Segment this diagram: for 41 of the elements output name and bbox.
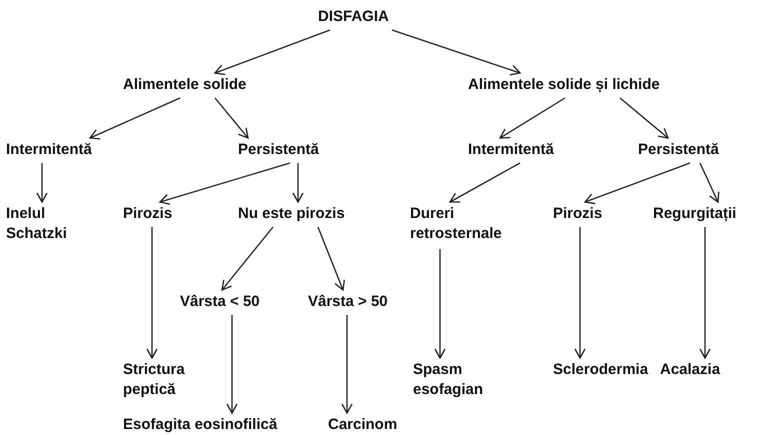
arrow: [449, 162, 520, 203]
arrow: [221, 226, 274, 291]
node-label: Vârsta > 50: [308, 292, 389, 312]
arrow: [392, 29, 521, 76]
node-label: Esofagita eosinofilică: [123, 415, 278, 435]
arrow: [36, 163, 48, 203]
node-label: Intermitentă: [6, 140, 93, 160]
node-label: Persistentă: [638, 140, 720, 160]
node-label: Strictura peptică: [123, 360, 186, 400]
node-label: Pirozis: [123, 204, 174, 224]
arrow: [699, 162, 720, 203]
arrow: [146, 227, 158, 359]
node-label: Persistentă: [238, 140, 320, 160]
arrow: [341, 315, 353, 414]
arrow: [226, 315, 238, 414]
arrow: [584, 162, 690, 204]
node-label: Regurgitații: [653, 204, 738, 224]
arrow: [214, 98, 249, 139]
node-label: Alimentele solide și lichide: [468, 75, 661, 95]
node-label: DISFAGIA: [318, 7, 390, 27]
node-label: Pirozis: [553, 204, 604, 224]
node-label: Dureri retrosternale: [410, 204, 503, 244]
arrow: [620, 98, 669, 139]
arrow: [574, 227, 586, 359]
node-label: Intermitentă: [468, 140, 555, 160]
arrow: [699, 227, 711, 359]
arrow: [159, 162, 290, 205]
arrow: [214, 29, 330, 76]
node-label: Alimentele solide: [123, 75, 248, 95]
node-label: Inelul Schatzki: [6, 204, 68, 244]
node-label: Nu este pirozis: [238, 204, 346, 224]
arrow: [89, 97, 180, 140]
arrow: [317, 226, 345, 291]
node-label: Acalazia: [660, 360, 722, 380]
node-label: Carcinom: [328, 415, 398, 435]
node-label: Spasm esofagian: [413, 360, 484, 400]
node-label: Sclerodermia: [553, 360, 650, 380]
node-label: Vârsta < 50: [180, 292, 261, 312]
arrow: [292, 163, 304, 203]
arrow: [499, 97, 566, 139]
arrow: [434, 249, 446, 359]
